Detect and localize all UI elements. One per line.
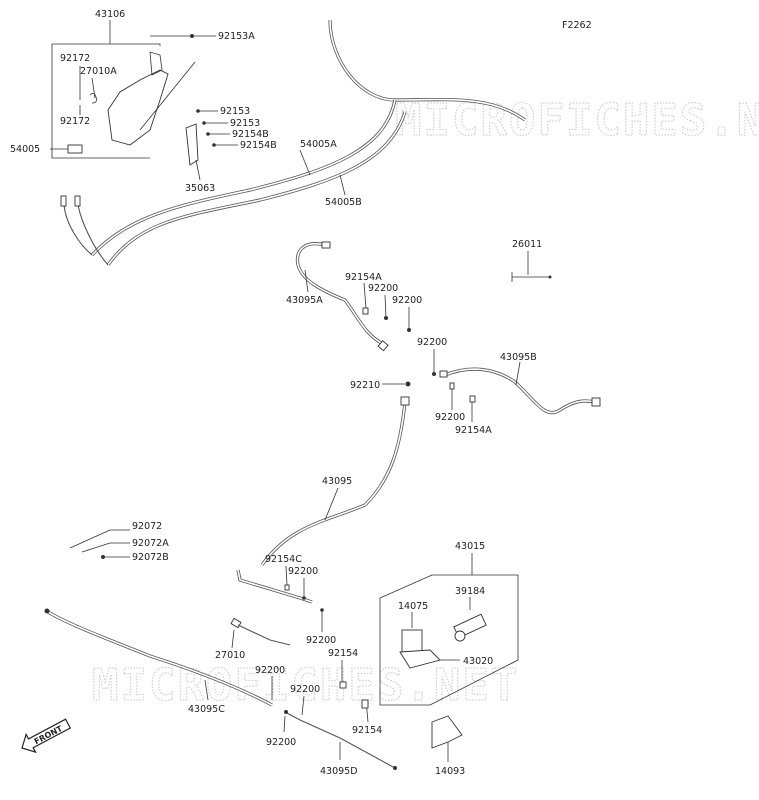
label-92154a-bot: 92154A	[455, 425, 492, 436]
label-92200-i: 92200	[266, 737, 296, 748]
label-92200-g: 92200	[306, 635, 336, 646]
bracket-14093: 14093	[431, 715, 465, 777]
label-27010: 27010	[215, 650, 245, 661]
label-43015: 43015	[455, 541, 485, 552]
label-92200-c: 92200	[417, 337, 447, 348]
label-92172-top: 92172	[60, 53, 90, 64]
label-27010a: 27010A	[80, 66, 117, 77]
cable-43095c: 27010 92200 43095C 92154 92200	[44, 608, 358, 716]
label-92153-2: 92153	[230, 118, 260, 129]
label-92154b-1: 92154B	[232, 129, 269, 140]
label-92200-e: 92200	[288, 566, 318, 577]
label-92154b-2: 92154B	[240, 140, 277, 151]
label-43095: 43095	[322, 476, 352, 487]
lever-assembly-43106: 43106 92153A 92172 27010A 92172 92153 92…	[10, 9, 277, 194]
label-92200-h: 92200	[290, 684, 320, 695]
label-14093: 14093	[435, 766, 465, 777]
label-92072: 92072	[132, 521, 162, 532]
grip-54005	[67, 144, 83, 154]
label-92153-1: 92153	[220, 106, 250, 117]
label-43020: 43020	[463, 656, 493, 667]
label-92172-bot: 92172	[60, 116, 90, 127]
cable-54005: 54005A 54005B	[60, 19, 526, 266]
label-54005: 54005	[10, 144, 40, 155]
hose-43095b: 92200 43095B 92210 92200 92154A	[350, 337, 601, 436]
front-arrow-icon: FRONT	[21, 718, 72, 754]
lever-body	[107, 69, 169, 146]
label-39184: 39184	[455, 586, 485, 597]
label-26011: 26011	[512, 239, 542, 250]
watermark-bottom: MICROFICHES.NET	[92, 660, 519, 711]
bracket-35063	[185, 123, 199, 166]
label-92210: 92210	[350, 380, 380, 391]
label-92154c: 92154C	[265, 554, 302, 565]
label-54005a: 54005A	[300, 139, 337, 150]
master-cylinder-43015: 43015 39184 14075 43020	[379, 541, 519, 706]
label-43095a: 43095A	[286, 295, 323, 306]
label-92200-b: 92200	[392, 295, 422, 306]
label-92072a: 92072A	[132, 538, 169, 549]
label-54005b: 54005B	[325, 197, 362, 208]
cable-43095d: 92200 43095D 92154	[266, 699, 397, 777]
label-43095b: 43095B	[500, 352, 537, 363]
wires-92072: 92072 92072A 92072B	[69, 521, 169, 563]
label-92200-f: 92200	[255, 665, 285, 676]
harness-26011: 26011	[511, 239, 552, 282]
label-92153a: 92153A	[218, 31, 255, 42]
label-92200-a: 92200	[368, 283, 398, 294]
hose-43095: 43095 92154C 92200 92200	[236, 396, 410, 646]
hose-43095a: 43095A 92154A 92200 92200	[286, 241, 422, 352]
label-92072b: 92072B	[132, 552, 169, 563]
diagram-code: F2262	[562, 20, 592, 31]
watermark-top: MICROFICHES.NET	[395, 95, 759, 146]
label-92154-a: 92154	[328, 648, 358, 659]
label-35063: 35063	[185, 183, 215, 194]
label-92154-b: 92154	[352, 725, 382, 736]
label-43095c: 43095C	[188, 704, 225, 715]
label-43106: 43106	[95, 9, 125, 20]
label-92154a-top: 92154A	[345, 272, 382, 283]
front-label: FRONT	[33, 724, 65, 747]
label-92200-d: 92200	[435, 412, 465, 423]
label-43095d: 43095D	[320, 766, 358, 777]
label-14075: 14075	[398, 601, 428, 612]
